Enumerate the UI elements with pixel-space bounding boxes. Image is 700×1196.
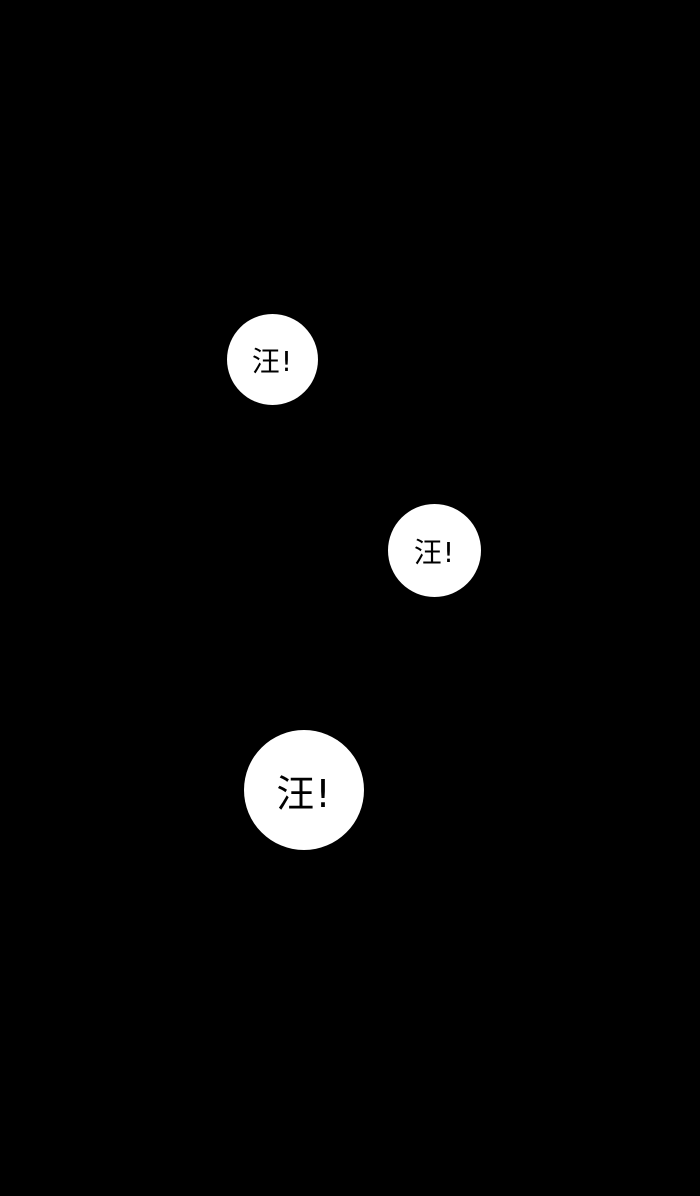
speech-bubble-bark-1: 汪!: [227, 314, 318, 405]
bubble-text: 汪!: [413, 535, 456, 569]
speech-bubble-bark-2: 汪!: [388, 504, 481, 597]
bubble-text: 汪!: [276, 771, 332, 816]
bubble-text: 汪!: [251, 344, 294, 378]
speech-bubble-bark-3: 汪!: [244, 730, 364, 850]
